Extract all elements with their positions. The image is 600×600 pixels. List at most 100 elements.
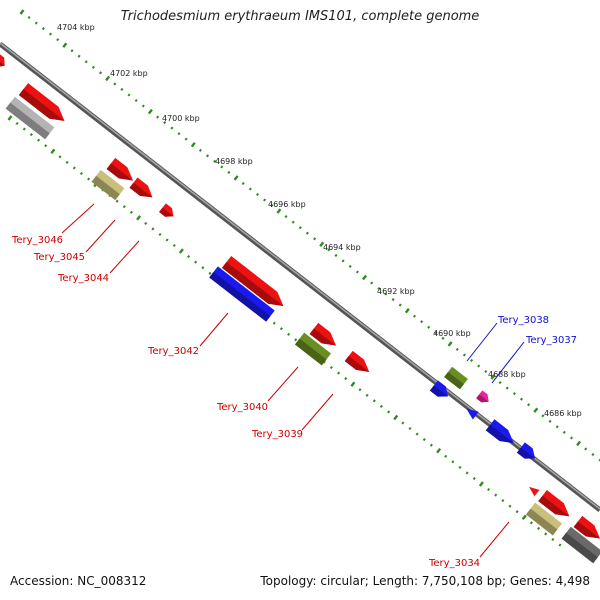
gene-red-long[interactable] [221, 255, 288, 312]
tick-mark [105, 75, 111, 82]
gene-label-tery-3042[interactable]: Tery_3042 [147, 346, 199, 357]
gene-pink[interactable] [476, 390, 492, 405]
tick-mark [291, 220, 295, 224]
scale-label-4702: 4702 kbp [110, 69, 148, 78]
tick-mark [462, 353, 466, 357]
tick-mark [177, 132, 181, 136]
gene-shadow [221, 261, 284, 306]
gene-red-edge[interactable] [0, 53, 8, 71]
tick-mark [194, 260, 198, 264]
tick-mark [120, 87, 124, 91]
tick-mark [313, 237, 317, 241]
gene-red-small[interactable] [159, 203, 177, 220]
scale-label-4698: 4698 kbp [215, 157, 253, 166]
gene-shadow [429, 385, 448, 397]
gene-red[interactable] [129, 177, 157, 203]
tick-mark [255, 192, 260, 197]
gene-khaki[interactable] [91, 169, 125, 201]
tick-mark [263, 198, 267, 202]
gene-label-tery-3040[interactable]: Tery_3040 [216, 402, 268, 413]
gene-blue-small[interactable] [463, 405, 479, 420]
gene-shadow [5, 102, 50, 140]
tick-mark [84, 60, 88, 64]
gene-label-tery-3037[interactable]: Tery_3037 [525, 335, 577, 346]
tick-mark [29, 133, 33, 137]
tick-mark [151, 227, 155, 231]
tick-mark [22, 127, 26, 131]
scale-label-4688: 4688 kbp [488, 370, 526, 379]
leader-line-tery-3042 [199, 312, 229, 347]
tick-mark [591, 452, 595, 457]
tick-mark [213, 159, 217, 163]
gene-label-tery-3045[interactable]: Tery_3045 [33, 252, 85, 263]
gene-olive[interactable] [444, 366, 468, 390]
tick-mark [248, 187, 252, 191]
gene-shadow [129, 182, 153, 198]
tick-mark [393, 414, 399, 421]
tick-mark [519, 397, 524, 401]
gene-gray[interactable] [5, 96, 55, 140]
tick-mark [48, 32, 53, 36]
scale-label-4686: 4686 kbp [544, 409, 582, 418]
tick-mark [436, 447, 442, 454]
gene-labels-layer: Tery_3046 Tery_3045 Tery_3044 Tery_3042 … [11, 203, 577, 569]
tick-mark [241, 181, 245, 186]
gene-shadow [309, 328, 336, 346]
tick-mark [272, 321, 276, 325]
gene-shadow [159, 207, 174, 217]
gene-red-edge[interactable] [573, 515, 600, 544]
gene-label-tery-3046[interactable]: Tery_3046 [11, 235, 63, 246]
tick-mark [337, 371, 341, 375]
scale-label-4690: 4690 kbp [433, 329, 471, 338]
gene-body [538, 490, 570, 517]
gene-dark-gray[interactable] [561, 526, 600, 564]
gene-shadow [294, 338, 327, 366]
tick-mark [220, 165, 224, 169]
gene-red-tiny[interactable] [527, 484, 540, 497]
leader-line-tery-3037 [491, 341, 525, 384]
gene-red-large[interactable] [18, 83, 69, 127]
tick-mark [477, 364, 481, 368]
gene-red[interactable] [538, 490, 573, 522]
tick-mark [172, 243, 176, 248]
tick-mark [548, 419, 552, 423]
gene-blue[interactable] [485, 419, 518, 448]
tick-mark [501, 499, 505, 503]
gene-red[interactable] [309, 322, 341, 351]
tick-mark [379, 404, 383, 408]
gene-red[interactable] [106, 157, 138, 186]
tick-mark [341, 259, 345, 263]
tick-mark [163, 121, 167, 125]
tick-mark [508, 504, 512, 508]
gene-shadow [573, 521, 600, 539]
tick-mark [377, 286, 381, 291]
gene-red[interactable] [344, 350, 374, 377]
tick-mark [87, 177, 91, 181]
tick-mark [198, 148, 202, 152]
tick-mark [134, 98, 138, 103]
leader-line-tery-3044 [109, 240, 140, 274]
map-title: Trichodesmium erythraeum IMS101, complet… [120, 9, 480, 24]
tick-mark [270, 204, 274, 208]
gene-blue[interactable] [429, 380, 452, 401]
outer-tick-track [19, 9, 600, 462]
tick-mark [294, 338, 298, 342]
tick-mark [487, 487, 491, 492]
tick-mark [533, 407, 539, 413]
tick-mark [465, 471, 469, 475]
tick-mark [422, 438, 426, 442]
tick-mark [537, 526, 541, 530]
gene-label-tery-3044[interactable]: Tery_3044 [57, 273, 109, 284]
gene-khaki[interactable] [525, 502, 563, 536]
tick-mark [555, 425, 559, 429]
tick-mark [444, 454, 448, 458]
gene-blue-long[interactable] [209, 266, 275, 322]
gene-label-tery-3034[interactable]: Tery_3034 [428, 558, 480, 569]
gene-label-tery-3038[interactable]: Tery_3038 [497, 315, 549, 326]
gene-body [573, 515, 600, 539]
gene-blue[interactable] [516, 442, 539, 463]
gene-label-tery-3039[interactable]: Tery_3039 [251, 429, 303, 440]
gene-olive[interactable] [294, 332, 332, 366]
tick-mark [79, 171, 83, 176]
tick-mark [56, 38, 60, 42]
